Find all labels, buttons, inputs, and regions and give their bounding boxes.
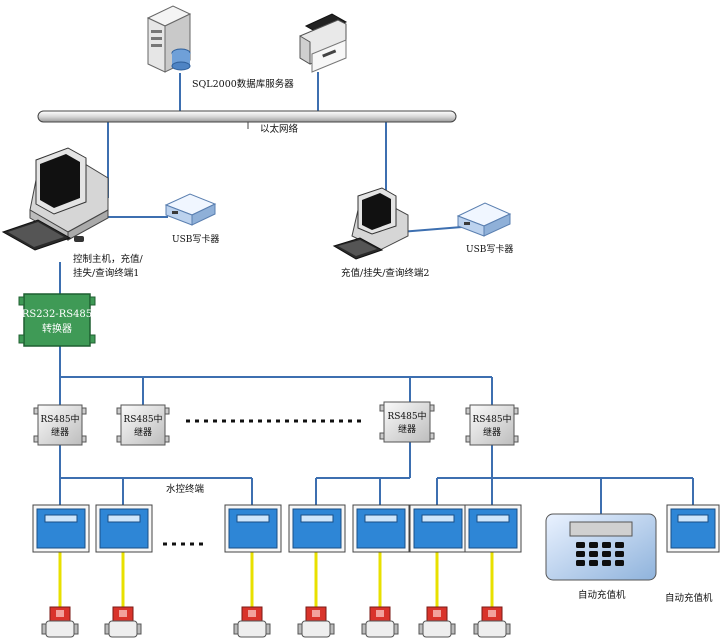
valves [41,606,511,638]
converter-label-line1: RS232-RS485 [22,309,92,320]
repeater-4-label-line2: 继器 [483,426,501,438]
valve-icon [41,606,79,638]
usb-writer-2-label: USB写卡器 [466,243,513,255]
server-icon [146,5,192,73]
ethernet-bus: 以太网络 [37,110,457,135]
auto-recharge-2-label: 自动充值机 [665,592,713,604]
water-control-terminals [32,504,522,553]
valve-icon [104,606,142,638]
auto-recharge-machine-1-icon [545,513,657,581]
usb-writer-1-label: USB写卡器 [172,233,219,245]
water-terminal-label: 水控终端 [166,483,205,495]
usb-writer-2-icon [456,202,512,237]
water-terminal [32,504,90,553]
water-terminal [464,504,522,553]
repeater-3-label-line1: RS485中 [387,410,426,422]
converter-label-line2: 转换器 [42,322,72,335]
repeater-1-label-line2: 继器 [51,426,69,438]
rs485-repeater-2: RS485中 继器 [116,404,170,446]
server-label: SQL2000数据库服务器 [192,78,294,90]
valve-icon [418,606,456,638]
host-label-line2: 挂失/查询终端1 [73,267,139,279]
auto-recharge-machine-2-icon [666,504,720,553]
water-terminal [288,504,346,553]
host-label-line1: 控制主机，充值/ [73,253,144,265]
water-terminal [352,504,410,553]
rs232-rs485-converter: RS232-RS485 转换器 [18,293,96,347]
auto-recharge-1-label: 自动充值机 [578,589,626,601]
terminal-2-computer-icon [332,187,409,260]
control-host-computer-icon [1,147,109,251]
valve-icon [473,606,511,638]
repeater-2-label-line2: 继器 [134,426,152,438]
water-terminal [95,504,153,553]
usb-writer-1-icon [164,193,217,226]
repeater-4-label-line1: RS485中 [472,413,511,425]
rs485-repeater-3: RS485中 继器 [379,401,435,443]
terminal-2-label: 充值/挂失/查询终端2 [341,267,429,279]
valve-wires [58,552,494,608]
repeater-1-label-line1: RS485中 [40,413,79,425]
repeater-3-label-line2: 继器 [398,423,416,435]
water-terminal [409,504,467,553]
valve-icon [233,606,271,638]
water-terminal [224,504,282,553]
valve-icon [361,606,399,638]
ethernet-label: 以太网络 [260,123,299,135]
rs485-repeater-4: RS485中 继器 [465,404,519,446]
valve-icon [297,606,335,638]
printer-icon [299,13,348,73]
rs485-repeater-1: RS485中 继器 [33,404,87,446]
repeater-2-label-line1: RS485中 [123,413,162,425]
wires [59,72,694,514]
